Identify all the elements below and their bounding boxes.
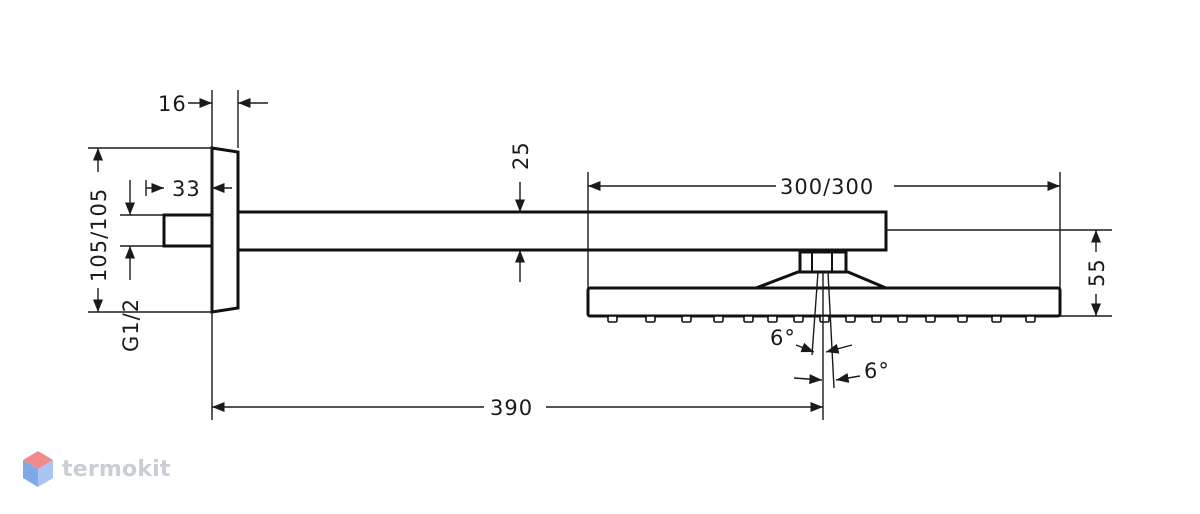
nozzle xyxy=(819,315,830,323)
dim-55-label: 55 xyxy=(1085,258,1109,287)
wall-plate xyxy=(210,146,240,314)
nozzle xyxy=(845,315,856,323)
dim-390: 390 xyxy=(212,396,823,420)
nozzle xyxy=(925,315,936,323)
nozzle xyxy=(645,315,656,323)
angle-upper-label: 6° xyxy=(770,326,796,350)
nozzle xyxy=(991,315,1002,323)
shower-arm xyxy=(236,210,888,252)
dim-33: 33 xyxy=(145,177,232,201)
nozzle xyxy=(681,315,692,323)
nozzle xyxy=(607,315,618,323)
shower-head xyxy=(586,250,1062,318)
dim-g12: G1/2 xyxy=(119,180,143,352)
dim-g12-label: G1/2 xyxy=(119,298,143,352)
dim-16-label: 16 xyxy=(158,92,187,116)
nozzle-row xyxy=(607,315,1036,323)
nozzle xyxy=(767,315,778,323)
nozzle xyxy=(957,315,968,323)
angle-dim-upper: 6° xyxy=(770,326,853,354)
angle-lower-label: 6° xyxy=(864,359,890,383)
dim-25: 25 xyxy=(509,141,533,282)
extension-lines xyxy=(88,90,1112,420)
termokit-logo: termokit xyxy=(22,450,171,488)
nozzle xyxy=(713,315,724,323)
nozzle xyxy=(1025,315,1036,323)
dim-300: 300/300 xyxy=(588,175,1060,199)
dim-25-label: 25 xyxy=(509,141,533,170)
dim-390-label: 390 xyxy=(490,396,533,420)
nozzle xyxy=(871,315,882,323)
dim-33-label: 33 xyxy=(172,177,201,201)
thread-connector xyxy=(162,213,214,248)
nozzle xyxy=(793,315,804,323)
dim-300-label: 300/300 xyxy=(780,175,874,199)
nozzle xyxy=(743,315,754,323)
nozzle xyxy=(897,315,908,323)
hexagon-logo-icon xyxy=(23,451,53,487)
dim-16: 16 xyxy=(158,92,268,116)
angle-dim-lower: 6° xyxy=(793,359,890,385)
dim-105: 105/105 xyxy=(87,148,111,312)
logo-text: termokit xyxy=(62,456,171,482)
dim-105-label: 105/105 xyxy=(87,188,111,282)
dim-55: 55 xyxy=(1085,230,1109,316)
